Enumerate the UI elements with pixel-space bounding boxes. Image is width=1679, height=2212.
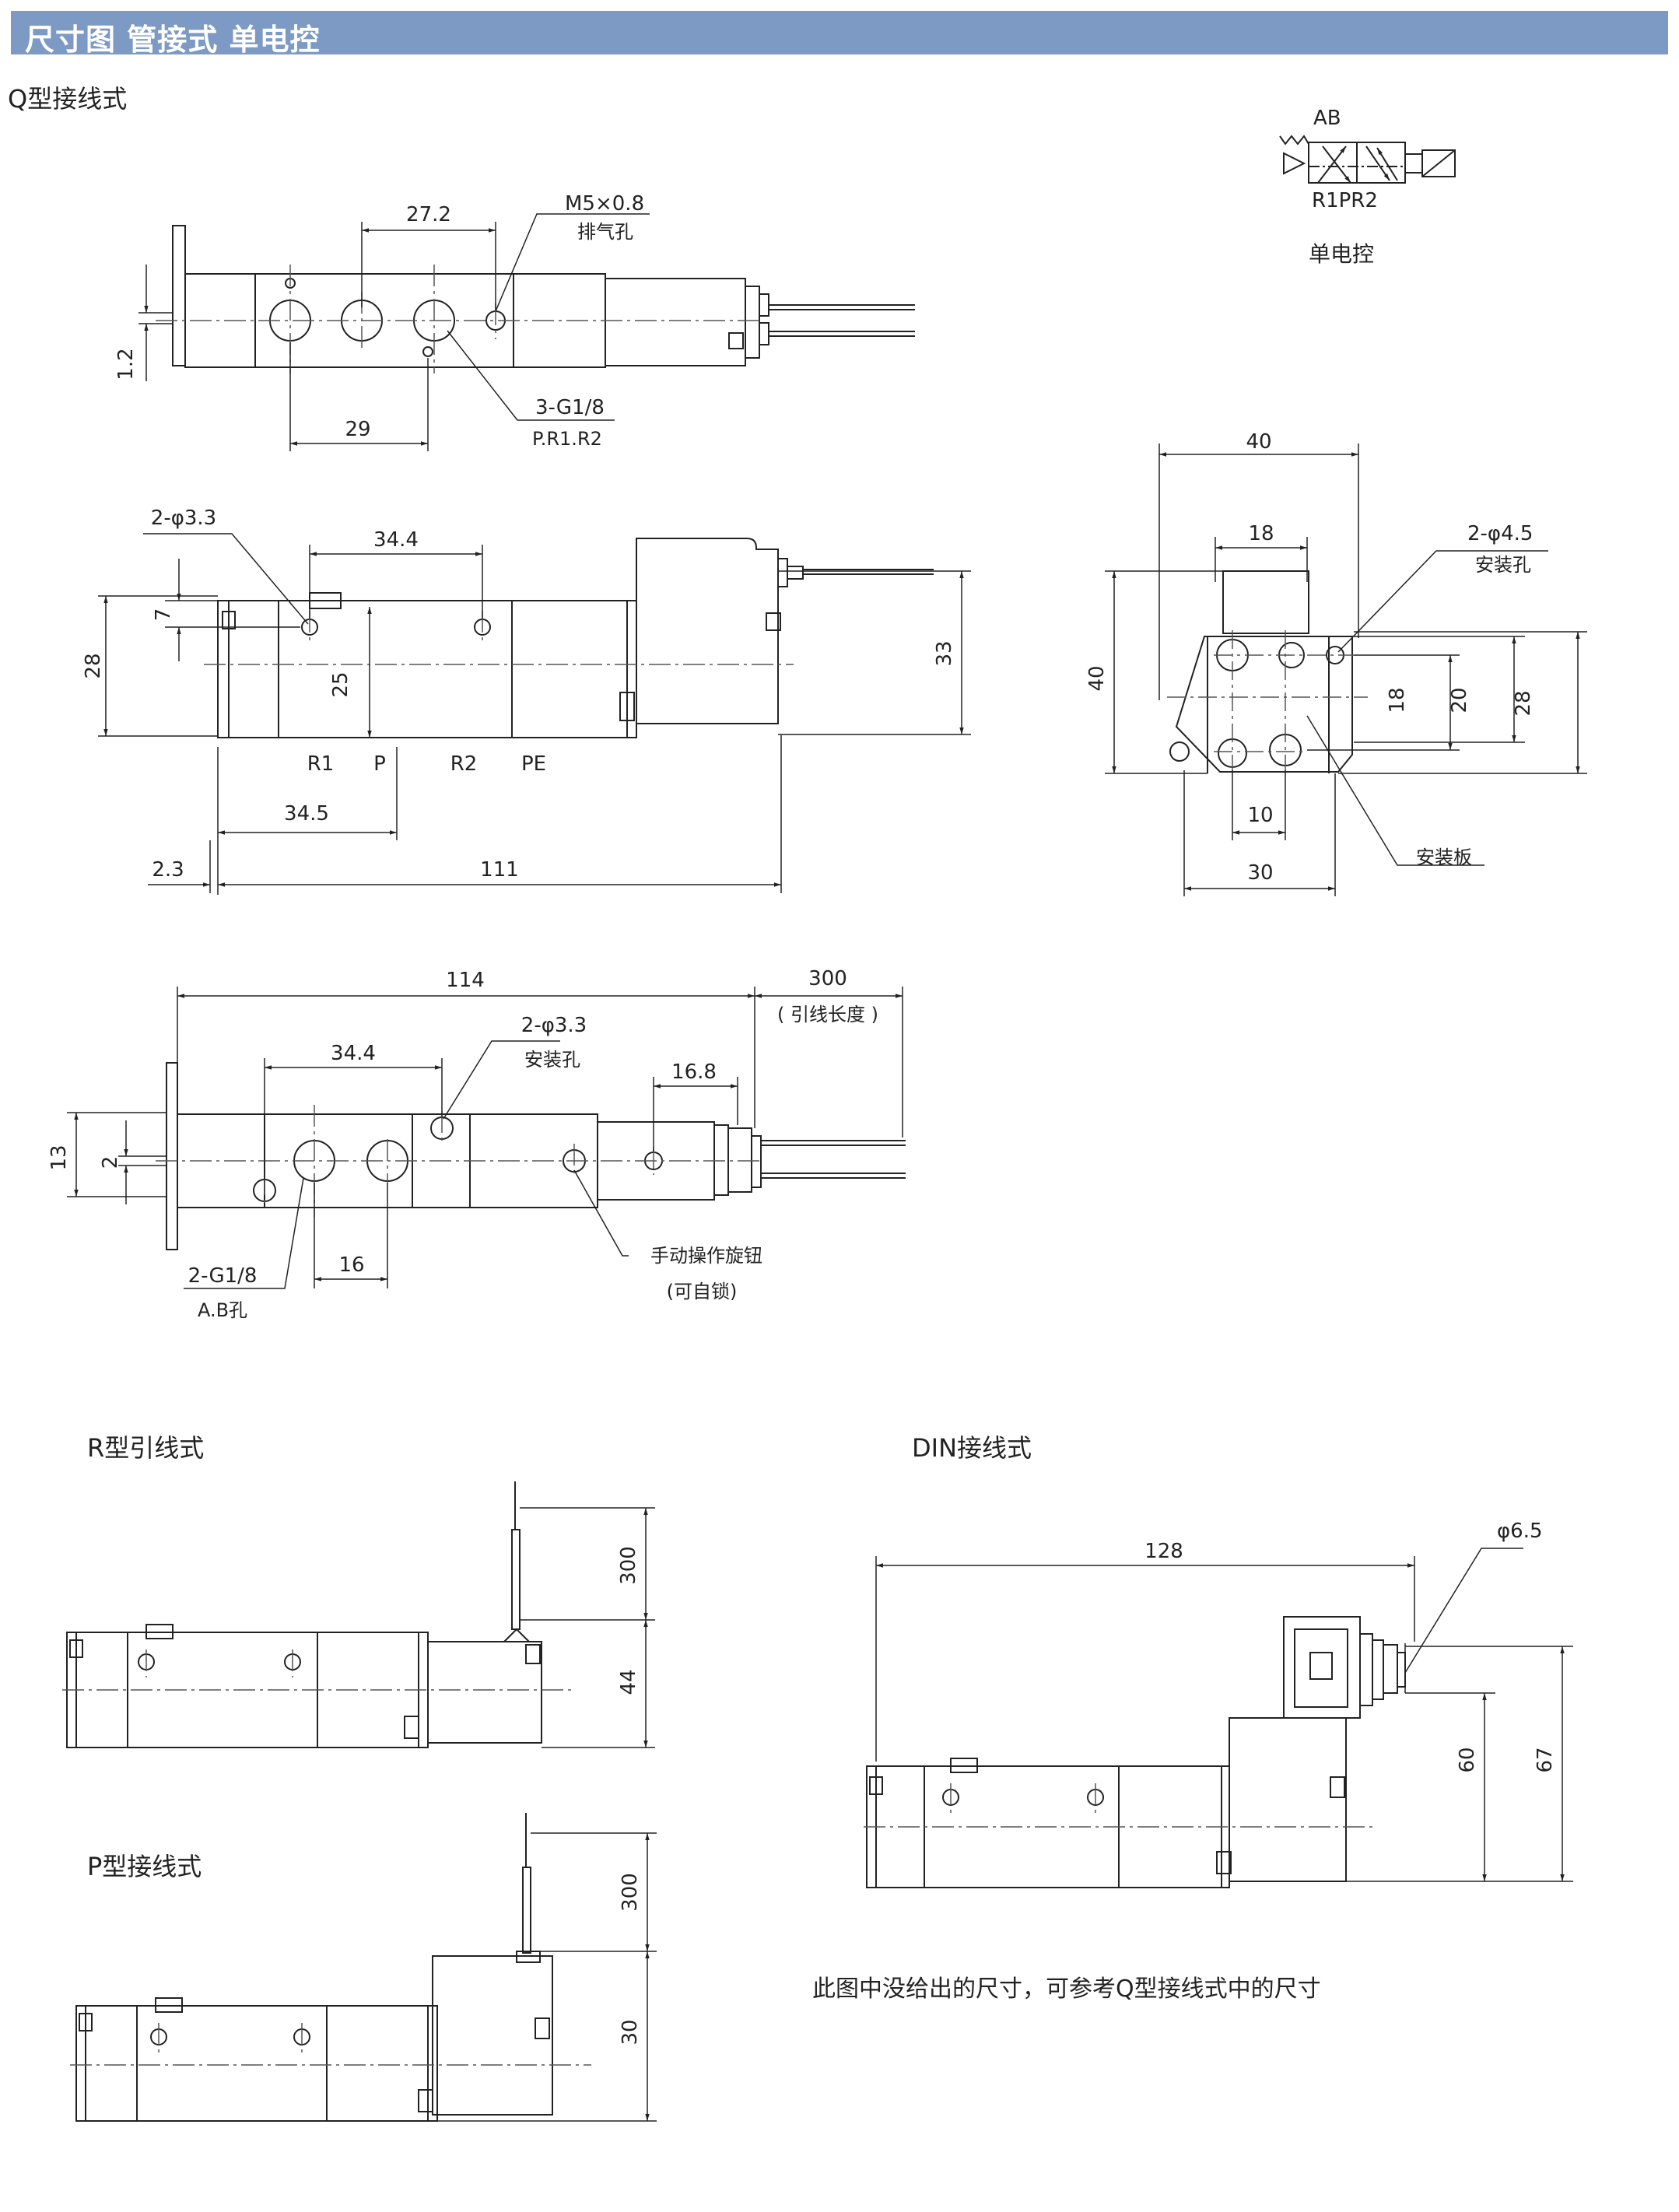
- symbol-ab-label: AB: [1313, 107, 1341, 130]
- end-dim-40w: 40: [1246, 430, 1271, 454]
- r-type-drawing: [66, 1481, 542, 1748]
- bottom-view-dims: [67, 987, 903, 1289]
- p-type-centerlines: [70, 2023, 591, 2066]
- top-view-dims: [138, 213, 650, 451]
- end-dim-30: 30: [1247, 861, 1273, 885]
- side-dim-33: 33: [933, 640, 956, 666]
- bottom-lockable-label: (可自锁): [667, 1281, 738, 1302]
- p-type-dims: [437, 1832, 657, 2122]
- top-exhaust-label: 排气孔: [577, 221, 633, 243]
- end-mount-hole-label: 安装孔: [1475, 554, 1531, 576]
- top-m5-label: M5×0.8: [565, 192, 644, 216]
- q-type-title: Q型接线式: [8, 84, 127, 114]
- r-type-title: R型引线式: [87, 1433, 204, 1463]
- bottom-dim-13: 13: [47, 1145, 71, 1170]
- din-dim-6-5: φ6.5: [1497, 1520, 1543, 1543]
- side-view-dims: [98, 533, 971, 895]
- side-view-drawing: [217, 538, 934, 738]
- side-port-r1: R1: [307, 752, 335, 776]
- end-plate-label: 安装板: [1416, 847, 1472, 868]
- din-type-drawing: [866, 1616, 1406, 1888]
- side-hole-label: 2-φ3.3: [151, 507, 216, 530]
- side-port-pe: PE: [521, 752, 546, 776]
- side-dim-28: 28: [82, 653, 105, 678]
- din-type-title: DIN接线式: [912, 1433, 1032, 1463]
- side-view-centerlines: [204, 611, 794, 665]
- p-type-title: P型接线式: [87, 1852, 202, 1881]
- bottom-ab-hole-label: A.B孔: [198, 1299, 247, 1321]
- bottom-dim-300: 300: [808, 967, 847, 990]
- end-dim-18w: 18: [1248, 522, 1274, 545]
- top-dim-29: 29: [345, 418, 370, 441]
- top-dim-27-2: 27.2: [406, 203, 451, 226]
- p-dim-300: 300: [619, 1873, 642, 1912]
- end-dim-18h: 18: [1386, 687, 1409, 713]
- header-title: 尺寸图 管接式 单电控: [25, 23, 321, 57]
- side-dim-2-3: 2.3: [152, 858, 184, 882]
- symbol-caption: 单电控: [1309, 241, 1374, 267]
- r-dim-300: 300: [617, 1546, 640, 1585]
- end-dim-28: 28: [1512, 690, 1535, 716]
- din-type-dims: [875, 1548, 1573, 1882]
- bottom-lead-length: ( 引线长度 ): [777, 1004, 878, 1025]
- din-type-centerlines: [864, 1783, 1377, 1828]
- end-view-centerlines: [1167, 630, 1368, 778]
- r-dim-44: 44: [617, 1669, 640, 1695]
- r-type-dims: [520, 1507, 655, 1748]
- top-g18-label: 3-G1/8: [535, 396, 605, 419]
- p-dim-30: 30: [619, 2019, 642, 2045]
- end-view-dims: [1105, 443, 1587, 896]
- bottom-hole-label: 2-φ3.3: [521, 1014, 587, 1037]
- bottom-mount-hole-label: 安装孔: [524, 1049, 580, 1071]
- p-type-drawing: [75, 1813, 553, 2122]
- side-port-p: P: [373, 752, 386, 776]
- top-dim-1-2: 1.2: [114, 348, 138, 380]
- end-hole-label: 2-φ4.5: [1467, 522, 1533, 545]
- end-view-drawing: [1169, 570, 1353, 773]
- bottom-dim-34-4: 34.4: [331, 1042, 376, 1065]
- valve-symbol: [1279, 135, 1456, 184]
- side-dim-34-5: 34.5: [284, 802, 329, 826]
- side-dim-111: 111: [480, 858, 519, 882]
- bottom-knob-label: 手动操作旋钮: [650, 1245, 762, 1267]
- bottom-dim-16: 16: [338, 1253, 364, 1277]
- footnote: 此图中没给出的尺寸，可参考Q型接线式中的尺寸: [812, 1975, 1321, 2003]
- bottom-dim-2: 2: [99, 1156, 122, 1169]
- side-dim-7: 7: [152, 608, 175, 622]
- r-type-centerlines: [62, 1649, 576, 1691]
- top-prr-label: P.R1.R2: [532, 428, 602, 450]
- side-dim-34-4: 34.4: [373, 528, 419, 552]
- bottom-dim-114: 114: [446, 969, 485, 992]
- end-dim-10: 10: [1247, 804, 1273, 827]
- header-bar: 尺寸图 管接式 单电控: [11, 11, 1668, 57]
- din-dim-67: 67: [1534, 1747, 1557, 1772]
- end-dim-40h: 40: [1085, 665, 1109, 691]
- din-dim-128: 128: [1144, 1540, 1183, 1563]
- side-dim-25: 25: [329, 671, 352, 697]
- top-view-centerlines: [156, 265, 762, 373]
- din-dim-60: 60: [1456, 1747, 1479, 1772]
- side-port-r2: R2: [450, 752, 478, 776]
- top-view-drawing: [172, 225, 915, 368]
- end-dim-20: 20: [1448, 687, 1471, 713]
- bottom-g18-label: 2-G1/8: [188, 1264, 258, 1288]
- symbol-ports-label: R1PR2: [1312, 189, 1378, 212]
- bottom-view-drawing: [166, 1062, 906, 1250]
- bottom-dim-16-8: 16.8: [671, 1060, 717, 1084]
